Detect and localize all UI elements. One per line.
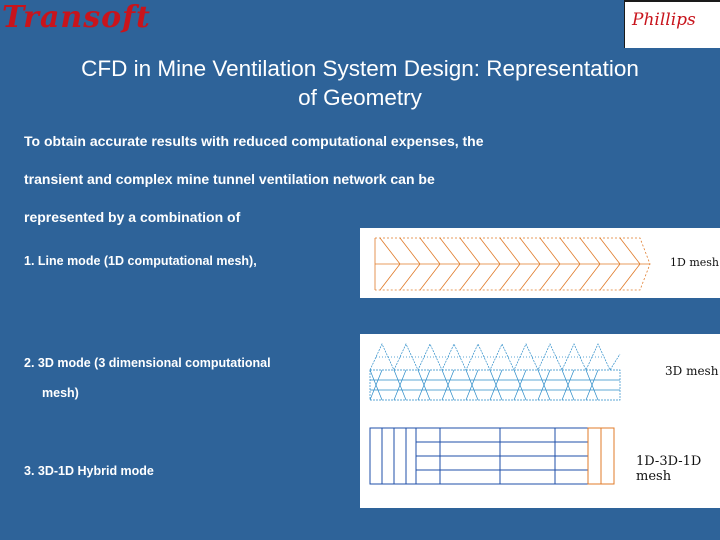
slide-title-line1: CFD in Mine Ventilation System Design: R… [81, 56, 639, 81]
mesh-3d-figure [369, 343, 621, 401]
intro-line1: To obtain accurate results with reduced … [24, 133, 484, 149]
mode-2-line1: 2. 3D mode (3 dimensional computational [24, 356, 271, 370]
intro-text: To obtain accurate results with reduced … [24, 122, 684, 236]
mesh-label-1d: 1D mesh [670, 256, 719, 269]
slide-title: CFD in Mine Ventilation System Design: R… [0, 54, 720, 112]
mode-1-text: 1. Line mode (1D computational mesh), [24, 254, 257, 268]
intro-line2: transient and complex mine tunnel ventil… [24, 171, 435, 187]
mesh-1d-figure [374, 237, 651, 291]
mesh-panel-3d: 3D mesh [360, 334, 720, 410]
phillips-logo: Phillips [632, 10, 696, 30]
mode-3-text: 3. 3D-1D Hybrid mode [24, 464, 154, 478]
logo-box [624, 0, 720, 48]
mesh-label-hybrid: 1D-3D-1D mesh [636, 454, 702, 484]
mesh-hybrid-figure [369, 427, 615, 485]
mesh-panel-1d: 1D mesh [360, 228, 720, 298]
transoft-logo: Transoft [2, 0, 151, 35]
mode-2-text: 2. 3D mode (3 dimensional computational … [24, 348, 271, 408]
slide-title-line2: of Geometry [298, 85, 422, 110]
mode-2-line2: mesh) [42, 386, 79, 400]
mesh-label-3d: 3D mesh [665, 364, 719, 378]
mesh-panel-hybrid: 1D-3D-1D mesh [360, 410, 720, 508]
intro-line3: represented by a combination of [24, 209, 241, 225]
